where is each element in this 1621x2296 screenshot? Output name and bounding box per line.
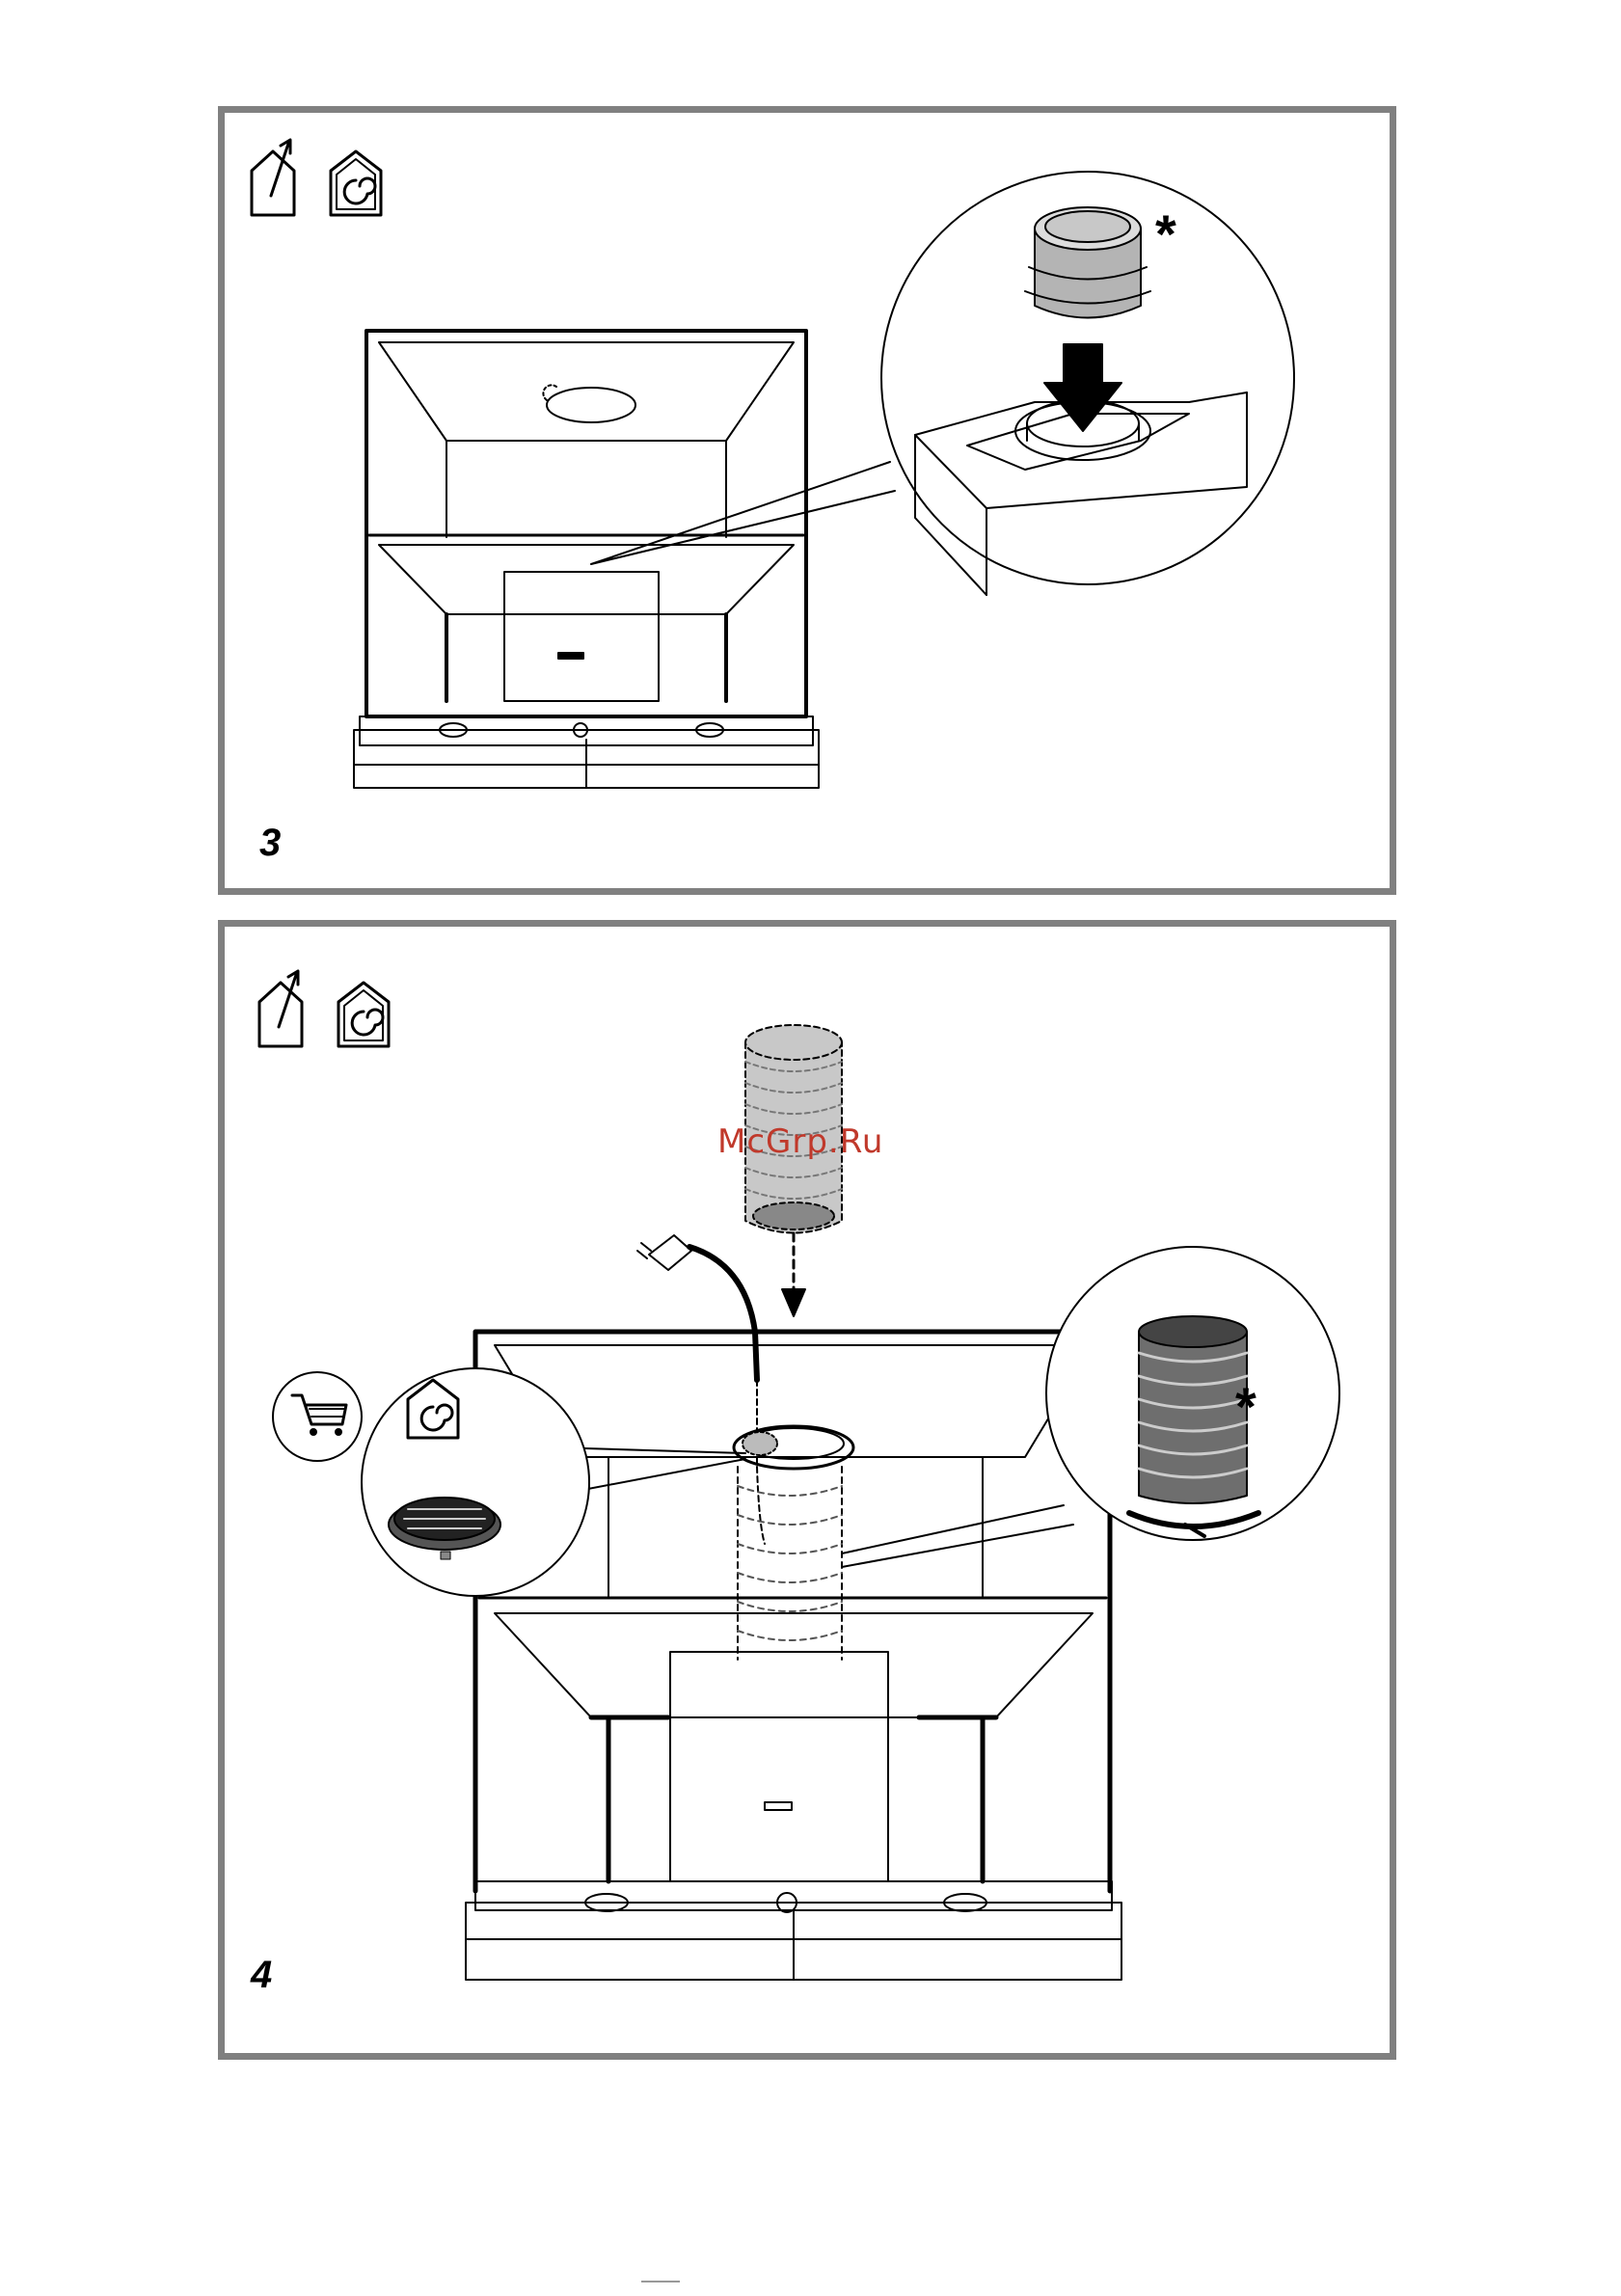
page-bottom-mark bbox=[641, 2281, 680, 2282]
shopping-cart-icon bbox=[273, 1372, 362, 1461]
zoom-detail-duct-clamp bbox=[1046, 1247, 1339, 1540]
house-outlet-arrow-icon bbox=[259, 971, 302, 1046]
callout-pointer bbox=[591, 462, 895, 564]
house-recirculation-icon bbox=[338, 983, 389, 1046]
watermark-text: McGrp.Ru bbox=[717, 1122, 883, 1161]
power-plug-icon bbox=[637, 1235, 765, 1544]
house-recirculation-icon bbox=[331, 151, 381, 215]
note-asterisk: * bbox=[1155, 207, 1176, 261]
adapter-ring bbox=[1025, 207, 1150, 318]
arrow-head bbox=[782, 1289, 805, 1316]
house-outlet-arrow-icon bbox=[252, 140, 294, 215]
figure-4-panel: * 4 bbox=[218, 920, 1396, 2060]
step-number: 3 bbox=[259, 822, 281, 865]
callout-pointer-right bbox=[842, 1505, 1073, 1567]
figure-3-panel: * 3 bbox=[218, 106, 1396, 895]
hood-cabinet bbox=[354, 331, 819, 788]
step-number: 4 bbox=[251, 1954, 272, 1997]
note-asterisk: * bbox=[1235, 1380, 1256, 1434]
figure-4-drawing bbox=[225, 927, 1390, 2053]
figure-3-drawing bbox=[225, 113, 1390, 888]
zoom-detail-filter bbox=[362, 1368, 589, 1596]
